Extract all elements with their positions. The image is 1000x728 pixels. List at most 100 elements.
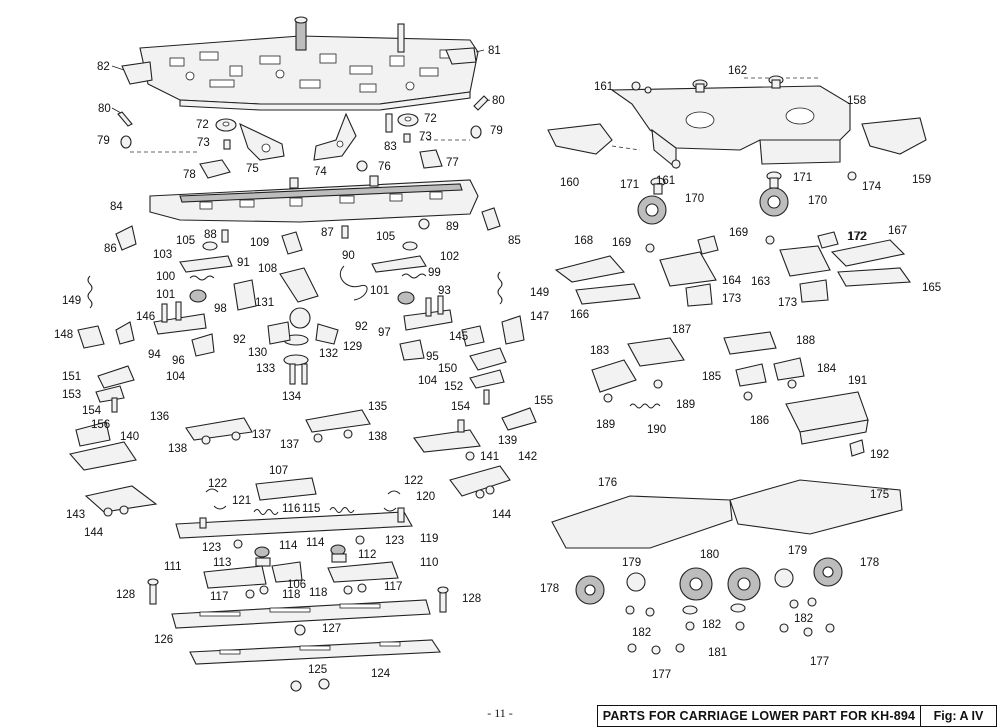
lever-140 [68,441,137,471]
screw-127 [294,624,306,636]
callout-label: 170 [808,195,827,207]
spring-149b [497,271,503,305]
bracket-183 [723,331,777,355]
bracket-78 [199,159,231,179]
callout-label: 132 [319,348,338,360]
callout-label: 109 [250,237,269,249]
callout-label: 123 [385,535,404,547]
callout-label: 94 [148,349,161,361]
callout-label: 137 [280,439,299,451]
spring-cap-left [120,135,132,149]
plate-106 [271,561,303,583]
lever-152 [469,369,505,389]
callout-label: 144 [84,527,104,539]
lever-95 [399,339,425,361]
screw-154a [111,397,118,413]
callout-label: 146 [136,311,155,323]
callout-label: 137 [252,429,271,441]
screw-182f [807,597,817,607]
plate-108 [279,267,319,303]
spring-99 [401,273,427,279]
callout-label: 116 [282,503,300,515]
callout-label: 92 [355,321,368,333]
cap-172b [817,231,839,249]
callout-label: 89 [446,221,459,233]
callout-label: 180 [700,549,719,561]
screw-134b [301,363,308,385]
callout-label: 140 [120,431,139,443]
lever-142 [449,465,511,497]
clip-122a [205,488,219,493]
figure-label: Fig: A IV [933,709,984,723]
cam-box [149,175,479,223]
callout-label: 80 [98,103,111,115]
callout-label: 105 [376,231,395,243]
clip-192 [849,439,865,457]
callout-label: 162 [728,65,747,77]
title-block: PARTS FOR CARRIAGE LOWER PART FOR KH-894… [597,705,997,727]
callout-label: 79 [97,135,110,147]
callout-label: 179 [622,557,641,569]
screw-154b [483,389,490,405]
lever-136 [185,417,253,441]
rail-124 [189,639,441,665]
screw-177a [627,643,637,653]
spring-149a [87,275,93,309]
callout-label: 154 [82,405,102,417]
callout-label: 107 [269,465,288,477]
callout-label: 117 [210,591,228,603]
spring-100 [189,275,215,281]
callout-label: 189 [676,399,695,411]
lever-135 [305,409,371,433]
lever-151 [97,365,135,389]
screw-144c [103,507,113,517]
callout-label: 177 [810,656,829,668]
callout-label: 144 [492,509,512,521]
lever-150 [469,347,507,371]
bracket-155 [501,407,537,431]
callout-label: 114 [306,537,325,549]
callout-label: 73 [419,131,432,143]
screw-88 [221,229,229,243]
callout-label: 161 [656,175,675,187]
callout-label: 184 [817,363,837,375]
shaft-93b [437,295,444,315]
callout-label: 153 [62,389,81,401]
cam-111 [203,565,267,589]
callout-label: 125 [308,664,327,676]
lever-160 [547,123,613,155]
callout-label: 99 [428,267,441,279]
screw-161b [644,86,652,94]
callout-label: 145 [449,331,468,343]
callout-label: 92 [233,334,246,346]
screw-89 [418,218,430,230]
callout-label: 74 [314,166,327,178]
callout-label: 159 [912,174,931,186]
callout-label: 178 [860,557,879,569]
callout-label: 138 [168,443,187,455]
callout-label: 131 [255,297,274,309]
callout-label: 181 [708,647,727,659]
bracket-147 [501,315,525,345]
bracket-146 [115,321,135,345]
washer-105b [402,241,418,251]
callout-label: 167 [888,225,907,237]
wheel-179b [774,568,794,588]
callout-label: 141 [480,451,499,463]
callout-label: 126 [154,634,173,646]
callout-label: 138 [368,431,387,443]
nut-114a [254,546,270,558]
plate-168 [554,255,626,283]
callout-label: 117 [384,581,402,593]
callout-label: 190 [647,424,666,436]
callout-label: 103 [153,249,172,261]
screw-123b [355,535,365,545]
callout-label: 176 [598,477,617,489]
callout-label: 170 [685,193,704,205]
screw-189b [653,379,663,389]
callout-label: 187 [672,324,691,336]
shaft-94a [161,303,168,323]
block-164 [659,251,717,287]
frame-bracket-right [445,47,477,65]
spacer-113 [255,557,271,567]
